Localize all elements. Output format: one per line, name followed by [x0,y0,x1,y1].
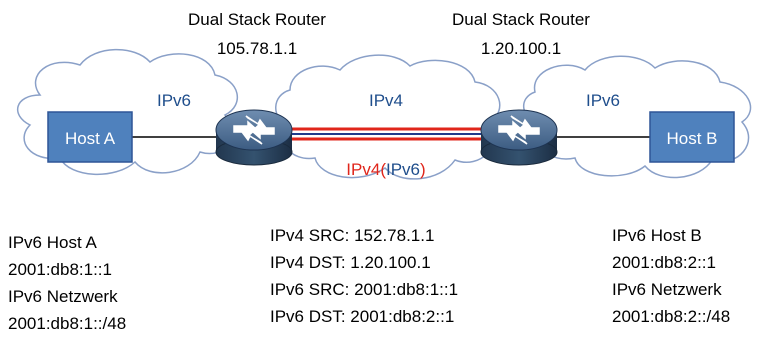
host-b-info-line: 2001:db8:2::/48 [612,307,730,326]
host-b-info-line: IPv6 Host B [612,226,702,245]
packet-info-line: IPv6 SRC: 2001:db8:1::1 [270,280,458,299]
host-b-label: Host B [666,129,717,148]
host-a: Host A [47,111,133,163]
packet-info-line: IPv4 DST: 1.20.100.1 [270,253,431,272]
router-left [215,109,293,166]
tunnel-inner: IPv6 [386,160,420,179]
cloud-middle-label: IPv4 [369,91,403,110]
ipv4-tunnel [285,127,488,141]
host-a-label: Host A [65,129,116,148]
router-icon [480,109,558,166]
host-b: Host B [649,111,735,163]
packet-info-line: IPv4 SRC: 152.78.1.1 [270,226,434,245]
host-a-info: IPv6 Host A 2001:db8:1::1 IPv6 Netzwerk … [8,233,126,333]
host-a-info-line: IPv6 Host A [8,233,97,252]
host-b-info: IPv6 Host B 2001:db8:2::1 IPv6 Netzwerk … [612,226,730,326]
host-a-info-line: IPv6 Netzwerk [8,287,118,306]
host-a-info-line: 2001:db8:1::/48 [8,314,126,333]
host-b-info-line: 2001:db8:2::1 [612,253,716,272]
cloud-right-label: IPv6 [586,91,620,110]
packet-info: IPv4 SRC: 152.78.1.1 IPv4 DST: 1.20.100.… [270,226,458,326]
tunnel-close: ) [420,160,426,179]
host-a-info-line: 2001:db8:1::1 [8,260,112,279]
router-left-address: 105.78.1.1 [217,39,297,58]
router-left-title: Dual Stack Router [188,10,326,29]
router-right [480,109,558,166]
router-right-address: 1.20.100.1 [481,39,561,58]
cloud-left-label: IPv6 [157,91,191,110]
tunnel-open: ( [380,160,386,179]
packet-info-line: IPv6 DST: 2001:db8:2::1 [270,307,454,326]
router-right-title: Dual Stack Router [452,10,590,29]
tunnel-outer: IPv4 [346,160,380,179]
host-b-info-line: IPv6 Netzwerk [612,280,722,299]
router-icon [215,109,293,166]
tunnel-label: IPv4(IPv6) [346,160,425,179]
